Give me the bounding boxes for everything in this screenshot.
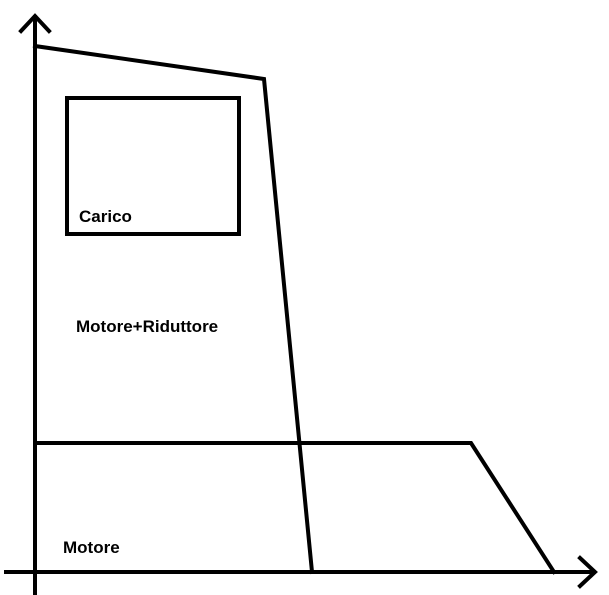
x-axis (4, 555, 598, 589)
motore-riduttore-curve (32, 43, 315, 575)
carico-label: Carico (79, 207, 132, 226)
motore-riduttore-label: Motore+Riduttore (76, 317, 218, 336)
motore-label: Motore (63, 538, 120, 557)
y-axis-arrowhead (18, 13, 52, 34)
y-axis (18, 13, 52, 595)
x-axis-arrowhead (577, 555, 598, 589)
motore-curve (33, 441, 557, 575)
carico-box (65, 96, 241, 236)
